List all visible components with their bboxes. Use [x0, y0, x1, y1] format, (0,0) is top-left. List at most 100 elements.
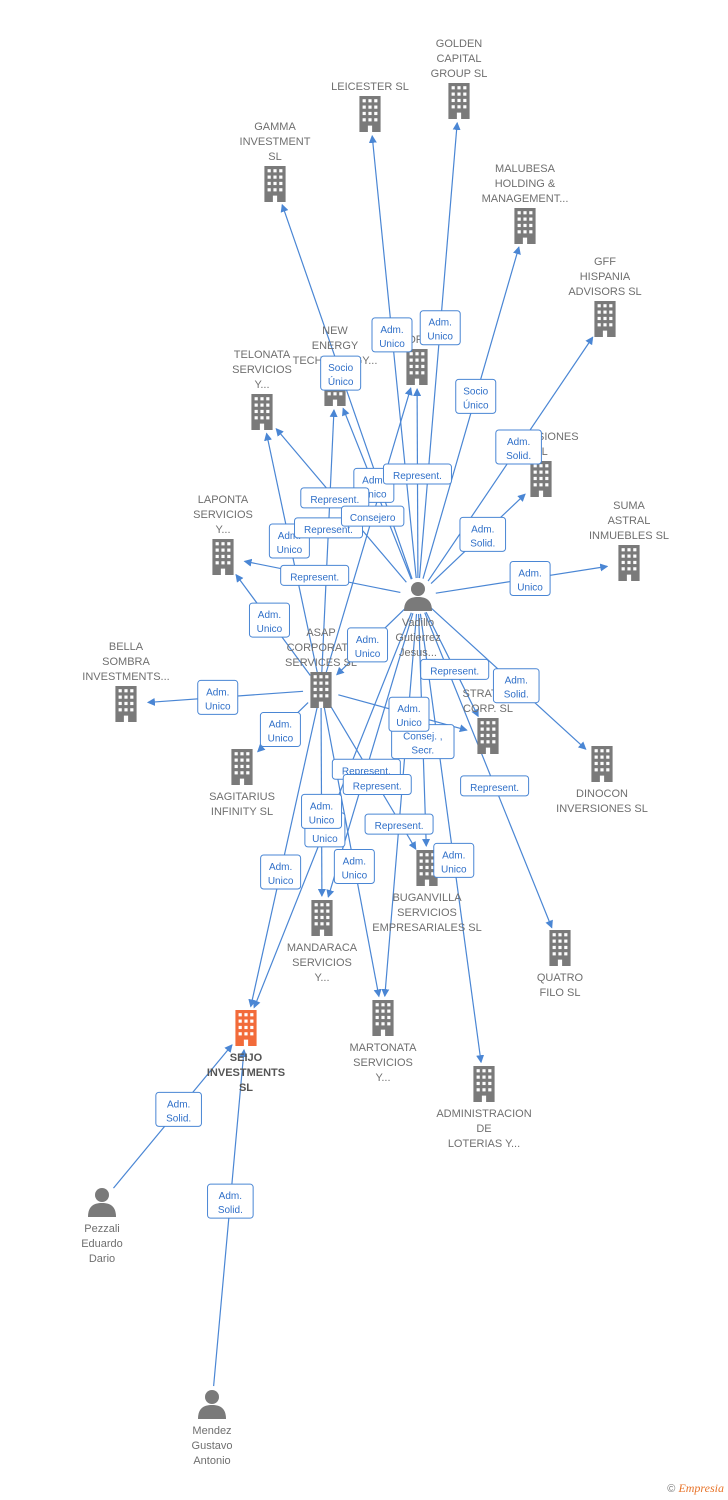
node-label: CAPITAL: [436, 53, 481, 65]
node-label: SL: [268, 151, 281, 163]
edge-label[interactable]: Adm.Unico: [388, 696, 430, 732]
edge-label-text: Adm.: [269, 862, 292, 873]
edge-label-text: Represent.: [290, 572, 339, 583]
edge-label[interactable]: Adm.Solid.: [492, 668, 540, 704]
person-icon: [88, 1188, 116, 1217]
building-icon: [235, 1010, 257, 1046]
node-label: SERVICES SL: [285, 657, 357, 669]
node-telonata[interactable]: TELONATASERVICIOSY...: [232, 349, 292, 430]
node-label: ASTRAL: [608, 515, 651, 527]
node-label: SAGITARIUS: [209, 791, 275, 803]
building-icon: [514, 208, 536, 244]
building-icon: [115, 686, 137, 722]
edge-label[interactable]: Adm.Unico: [347, 627, 389, 663]
edge-label-box: [248, 602, 290, 638]
node-label: FILO SL: [540, 987, 581, 999]
node-leicester[interactable]: LEICESTER SL: [331, 81, 409, 132]
edge-label[interactable]: Adm.Solid.: [207, 1183, 254, 1219]
edge-label[interactable]: Consejero: [340, 505, 405, 527]
node-label: Dario: [89, 1253, 115, 1265]
brand-logo[interactable]: Empresia: [678, 1481, 724, 1495]
node-label: MANAGEMENT...: [482, 193, 569, 205]
edge-label[interactable]: Adm.Unico: [260, 854, 302, 890]
node-label: LAPONTA: [198, 494, 249, 506]
node-label: SERVICIOS: [193, 509, 253, 521]
node-label: BELLA: [109, 641, 144, 653]
edge-label-text: Adm.: [206, 687, 229, 698]
building-icon: [311, 900, 333, 936]
edge-label-text: Adm.: [356, 635, 379, 646]
node-mandaraca[interactable]: MANDARACASERVICIOSY...: [287, 900, 358, 984]
edge-line-asap-newenergy: [321, 408, 338, 673]
edge-label[interactable]: Represent.: [364, 813, 434, 835]
building-icon: [549, 930, 571, 966]
node-label: HISPANIA: [580, 271, 631, 283]
node-label: ADMINISTRACION: [436, 1108, 531, 1120]
node-laponta[interactable]: LAPONTASERVICIOSY...: [193, 494, 253, 575]
edge-label[interactable]: Represent.: [342, 773, 412, 795]
edge-label[interactable]: Represent.: [300, 487, 370, 509]
edge-label-box: [342, 773, 412, 795]
edge-label-text: Represent.: [310, 495, 359, 506]
node-martonata[interactable]: MARTONATASERVICIOSY...: [349, 1000, 417, 1084]
node-label: SOMBRA: [102, 656, 150, 668]
node-vadillo[interactable]: VadilloGutierrezJesus...: [395, 582, 441, 659]
edge-label-text: Adm.: [278, 531, 301, 542]
node-label: ASAP: [306, 627, 335, 639]
edge-label-text: Unico: [268, 734, 294, 745]
node-label: GAMMA: [254, 121, 296, 133]
edge-label[interactable]: Represent.: [460, 775, 530, 797]
edge-label-text: Unico: [342, 870, 368, 881]
edge-label[interactable]: Represent.: [420, 658, 490, 680]
edge-label[interactable]: Adm.Unico: [509, 560, 551, 596]
edge-label-text: Adm.: [518, 568, 541, 579]
building-icon: [618, 545, 640, 581]
edge-label[interactable]: Adm.Unico: [419, 310, 461, 346]
edge-label[interactable]: Adm.Solid.: [495, 429, 542, 465]
edge-label-box: [260, 854, 302, 890]
edge-label-box: [492, 668, 540, 704]
node-label: Gutierrez: [395, 632, 440, 644]
edge-label-text: Unico: [257, 624, 283, 635]
edge-label[interactable]: Adm.Unico: [333, 848, 375, 884]
edge-label-box: [509, 560, 551, 596]
edge-label[interactable]: Adm.Unico: [371, 317, 413, 353]
node-label: INVESTMENTS...: [82, 671, 169, 683]
building-icon: [264, 166, 286, 202]
edge-label[interactable]: Adm.Unico: [301, 793, 343, 829]
edge-label-text: Solid.: [504, 690, 529, 701]
edge-label-text: Represent.: [375, 821, 424, 832]
edge-label-box: [419, 310, 461, 346]
edge-label[interactable]: Adm. Unico: [248, 602, 290, 638]
node-bella[interactable]: BELLA SOMBRA INVESTMENTS...: [82, 641, 170, 722]
edge-label[interactable]: Adm.Unico: [197, 679, 239, 715]
building-icon: [591, 746, 613, 782]
building-icon: [594, 301, 616, 337]
edge-label[interactable]: Adm.Unico: [433, 842, 475, 878]
edge-label-box: [388, 696, 430, 732]
edge-label[interactable]: Adm.Unico: [259, 712, 301, 748]
edge-label[interactable]: Represent.: [280, 564, 350, 586]
edge-label[interactable]: Adm.Solid.: [155, 1091, 202, 1127]
edge-label[interactable]: Adm.Solid.: [459, 516, 507, 552]
edge-label-text: Represent.: [304, 525, 353, 536]
edge-label-text: Adm.: [258, 610, 281, 621]
edge-label[interactable]: Consej. ,Secr.: [391, 724, 455, 760]
edge-label[interactable]: Represent.: [382, 463, 452, 485]
